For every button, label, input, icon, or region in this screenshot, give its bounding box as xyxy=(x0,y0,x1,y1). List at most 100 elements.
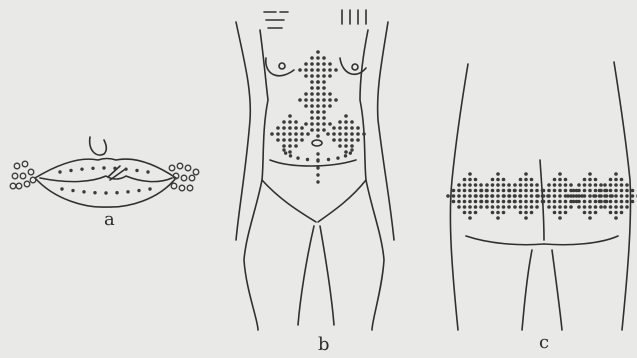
tattoo-dot xyxy=(316,98,320,102)
tattoo-dot xyxy=(452,200,456,204)
tattoo-dot xyxy=(344,154,347,157)
figure-b-caption: b xyxy=(318,336,330,354)
tattoo-dot xyxy=(609,200,613,204)
tattoo-dot xyxy=(502,211,506,215)
tattoo-dot xyxy=(577,183,581,187)
tattoo-dot xyxy=(507,205,511,209)
tattoo-dot xyxy=(547,183,551,187)
tattoo-dot xyxy=(282,144,286,148)
tattoo-dot xyxy=(603,205,607,209)
tattoo-ring-dot xyxy=(14,163,20,169)
tattoo-dot xyxy=(457,183,461,187)
tattoo-dot xyxy=(300,132,304,136)
tattoo-dot xyxy=(298,98,302,102)
tattoo-ring-dot xyxy=(24,181,30,187)
tattoo-dot xyxy=(328,68,332,72)
tattoo-dot xyxy=(463,211,467,215)
tattoo-dot xyxy=(519,205,523,209)
tattoo-dot xyxy=(502,189,506,193)
tattoo-dot xyxy=(588,172,592,176)
tattoo-dot xyxy=(310,92,314,96)
tattoo-dot xyxy=(322,86,326,90)
tattoo-dot xyxy=(322,110,326,114)
tattoo-dot xyxy=(620,211,624,215)
tattoo-dot xyxy=(496,189,500,193)
tattoo-dot xyxy=(519,200,523,204)
shoulder-line-tattoos-right xyxy=(342,10,366,24)
belly-crease xyxy=(270,160,356,166)
tattoo-dot xyxy=(558,183,562,187)
left-gluteal-fold xyxy=(466,236,544,245)
tattoo-dot xyxy=(148,187,151,190)
tattoo-dot xyxy=(356,138,360,142)
tattoo-ring-dot xyxy=(189,175,195,181)
tattoo-dot xyxy=(306,132,310,136)
tattoo-dot xyxy=(479,205,483,209)
tattoo-dot xyxy=(474,183,478,187)
tattoo-ring-dot xyxy=(193,169,199,175)
tattoo-dot xyxy=(524,172,528,176)
tattoo-dot xyxy=(496,205,500,209)
tattoo-dot xyxy=(614,200,618,204)
tattoo-dot xyxy=(288,132,292,136)
tattoo-dot xyxy=(620,194,624,198)
tattoo-dot xyxy=(60,187,63,190)
tattoo-dot xyxy=(328,74,332,78)
inner-thigh-right xyxy=(320,226,334,325)
tattoo-dot xyxy=(614,183,618,187)
tattoo-dot xyxy=(598,194,602,198)
tattoo-dot xyxy=(564,200,568,204)
tattoo-dot xyxy=(474,211,478,215)
tattoo-dot xyxy=(583,189,587,193)
tattoo-dot xyxy=(310,128,314,132)
tattoo-dot xyxy=(327,158,330,161)
tattoo-dot xyxy=(577,194,581,198)
tattoo-dot xyxy=(326,132,330,136)
tattoo-dot xyxy=(294,132,298,136)
tattoo-ring-dot xyxy=(12,173,18,179)
tattoo-dot xyxy=(338,144,342,148)
tattoo-dot xyxy=(524,200,528,204)
tattoo-dot xyxy=(558,205,562,209)
tattoo-dot xyxy=(294,144,298,148)
tattoo-dot xyxy=(310,86,314,90)
tattoo-dot xyxy=(594,200,598,204)
tattoo-dot xyxy=(508,189,512,193)
tattoo-dot xyxy=(474,189,478,193)
tattoo-dot xyxy=(452,189,456,193)
tattoo-dot xyxy=(569,183,573,187)
tattoo-dot xyxy=(485,194,489,198)
tattoo-dot xyxy=(304,68,308,72)
tattoo-dot xyxy=(558,211,562,215)
tattoo-dot xyxy=(316,134,320,138)
right-gluteal-fold xyxy=(544,236,618,245)
tattoo-dot xyxy=(496,216,500,220)
tattoo-dot xyxy=(594,189,598,193)
tattoo-dot xyxy=(316,62,320,66)
tattoo-dot xyxy=(594,211,598,215)
tattoo-dot xyxy=(344,138,348,142)
tattoo-dot xyxy=(594,178,598,182)
tattoo-dot xyxy=(310,122,314,126)
tattoo-dot xyxy=(535,183,539,187)
tattoo-dot xyxy=(535,200,539,204)
tattoo-dot xyxy=(485,189,489,193)
tattoo-ring-dot xyxy=(185,165,191,171)
tattoo-dot xyxy=(316,92,320,96)
tattoo-dot xyxy=(457,205,461,209)
tattoo-dot xyxy=(599,205,603,209)
tattoo-dot xyxy=(463,200,467,204)
tattoo-dot xyxy=(588,183,592,187)
tattoo-dot xyxy=(519,178,523,182)
tattoo-dot xyxy=(558,189,562,193)
tattoo-dot xyxy=(480,200,484,204)
tattoo-dot xyxy=(625,200,629,204)
tattoo-ring-dot xyxy=(10,183,16,189)
tattoo-dot xyxy=(530,205,534,209)
tattoo-dot xyxy=(300,126,304,130)
tattoo-dot xyxy=(322,116,326,120)
tattoo-dot xyxy=(322,56,326,60)
tattoo-dot xyxy=(322,74,326,78)
tattoo-dot xyxy=(468,183,472,187)
tattoo-dot xyxy=(513,189,517,193)
